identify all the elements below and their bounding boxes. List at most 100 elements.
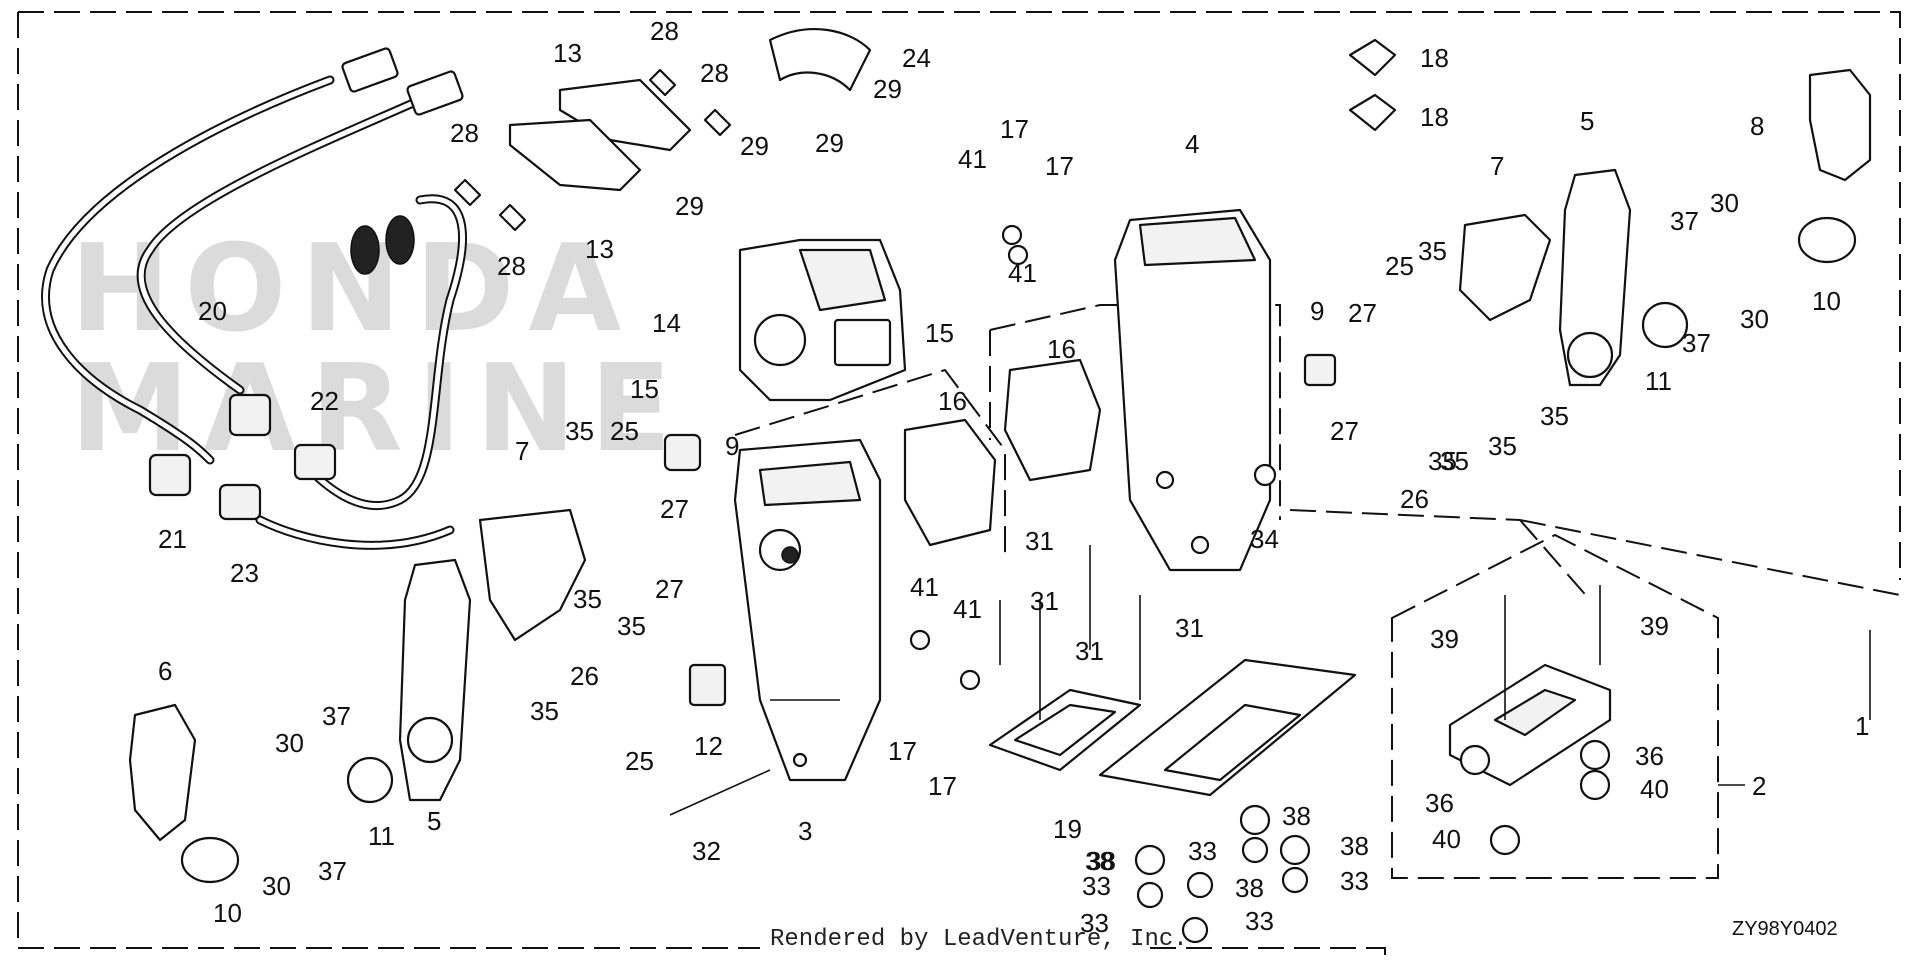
callout-41: 41	[1008, 258, 1037, 288]
callout-31: 31	[1175, 613, 1204, 643]
cover-24	[768, 28, 872, 92]
callout-6: 6	[158, 656, 172, 686]
callout-31: 31	[1075, 636, 1104, 666]
callout-36: 36	[1425, 788, 1454, 818]
callout-29: 29	[815, 128, 844, 158]
gasket-16-a	[1003, 358, 1102, 482]
callout-5: 5	[1580, 106, 1594, 136]
callout-15: 15	[925, 318, 954, 348]
callout-29: 29	[873, 74, 902, 104]
callout-37: 37	[322, 701, 351, 731]
grommet-10-right	[1797, 216, 1857, 264]
callout-27: 27	[1348, 298, 1377, 328]
callout-34: 34	[1250, 524, 1279, 554]
callout-39: 39	[1640, 611, 1669, 641]
screws-28	[453, 68, 732, 232]
callout-37: 37	[1682, 328, 1711, 358]
callout-14: 14	[652, 308, 681, 338]
cover-7-left	[478, 508, 587, 642]
callout-33: 33	[1082, 871, 1111, 901]
callout-38: 38	[1282, 801, 1311, 831]
callout-28: 28	[650, 16, 679, 46]
handle-8	[1808, 68, 1872, 182]
callout-41: 41	[953, 594, 982, 624]
callout-25: 25	[610, 416, 639, 446]
callout-30: 30	[262, 871, 291, 901]
callout-31: 31	[1025, 526, 1054, 556]
callout-35: 35	[1488, 431, 1517, 461]
callout-23: 23	[230, 558, 259, 588]
callout-40: 40	[1432, 824, 1461, 854]
assembly-2-frame	[1391, 533, 1745, 879]
callout-28: 28	[497, 251, 526, 281]
callout-37: 37	[318, 856, 347, 886]
callout-2: 2	[1752, 771, 1766, 801]
callout-22: 22	[310, 386, 339, 416]
callout-27: 27	[1330, 416, 1359, 446]
callout-19: 19	[1053, 814, 1082, 844]
callout-5: 5	[427, 806, 441, 836]
handle-6	[128, 703, 197, 842]
callout-16: 16	[938, 386, 967, 416]
control-box-4	[1113, 208, 1272, 572]
bolts	[669, 545, 1601, 816]
callout-28: 28	[700, 58, 729, 88]
lever-5-right	[1558, 168, 1632, 387]
callout-36: 36	[1635, 741, 1664, 771]
callout-30: 30	[1710, 188, 1739, 218]
callout-41: 41	[910, 572, 939, 602]
drawing-code: ZY98Y0402	[1732, 918, 1838, 940]
callout-25: 25	[625, 746, 654, 776]
callout-33: 33	[1080, 908, 1109, 938]
callout-26: 26	[570, 661, 599, 691]
callout-21: 21	[158, 524, 187, 554]
control-box-3	[733, 438, 882, 782]
callout-9: 9	[725, 431, 739, 461]
callout-39: 39	[1430, 624, 1459, 654]
callout-17: 17	[888, 736, 917, 766]
callout-24: 24	[902, 43, 931, 73]
callout-29: 29	[740, 131, 769, 161]
callout-9: 9	[1310, 296, 1324, 326]
callout-38: 38	[1087, 846, 1116, 876]
callout-33: 33	[1340, 866, 1369, 896]
footer-credit: Rendered by LeadVenture, Inc.	[770, 926, 1188, 953]
callout-15: 15	[630, 374, 659, 404]
grommet-10-left	[180, 836, 240, 884]
callout-32: 32	[692, 836, 721, 866]
callout-29: 29	[675, 191, 704, 221]
callout-35: 35	[530, 696, 559, 726]
callout-11: 11	[368, 821, 395, 851]
outer-frame	[17, 11, 1901, 955]
callout-40: 40	[1640, 774, 1669, 804]
callout-38: 38	[1085, 846, 1114, 876]
watermark-line-1: HONDA	[70, 220, 635, 359]
lever-5-left	[398, 558, 472, 802]
cable-harness-20	[41, 47, 467, 550]
pad-2	[1448, 663, 1612, 787]
callout-35: 35	[565, 416, 594, 446]
callout-30: 30	[275, 728, 304, 758]
callout-35: 35	[1418, 236, 1447, 266]
callout-1: 1	[1855, 711, 1869, 741]
small-parts	[346, 38, 1689, 944]
callout-17: 17	[928, 771, 957, 801]
callout-35: 35	[617, 611, 646, 641]
callouts: 1 2 3 4 5 5 6 7 7 8 9 9 10 10 11 11 12 1…	[158, 16, 1869, 938]
callout-30: 30	[1740, 304, 1769, 334]
callout-10: 10	[1812, 286, 1841, 316]
watermark: HONDA MARINE	[70, 220, 672, 479]
callout-33: 33	[1245, 906, 1274, 936]
callout-11: 11	[1645, 366, 1672, 396]
callout-18: 18	[1420, 43, 1449, 73]
callout-27: 27	[660, 494, 689, 524]
callout-27: 27	[655, 574, 684, 604]
callout-4: 4	[1185, 129, 1199, 159]
callout-31: 31	[1030, 586, 1059, 616]
bracket-13	[508, 78, 692, 192]
gasket-16-b	[903, 418, 997, 547]
plate-19	[988, 658, 1357, 797]
callout-10: 10	[213, 898, 242, 928]
callout-26: 26	[1400, 484, 1429, 514]
